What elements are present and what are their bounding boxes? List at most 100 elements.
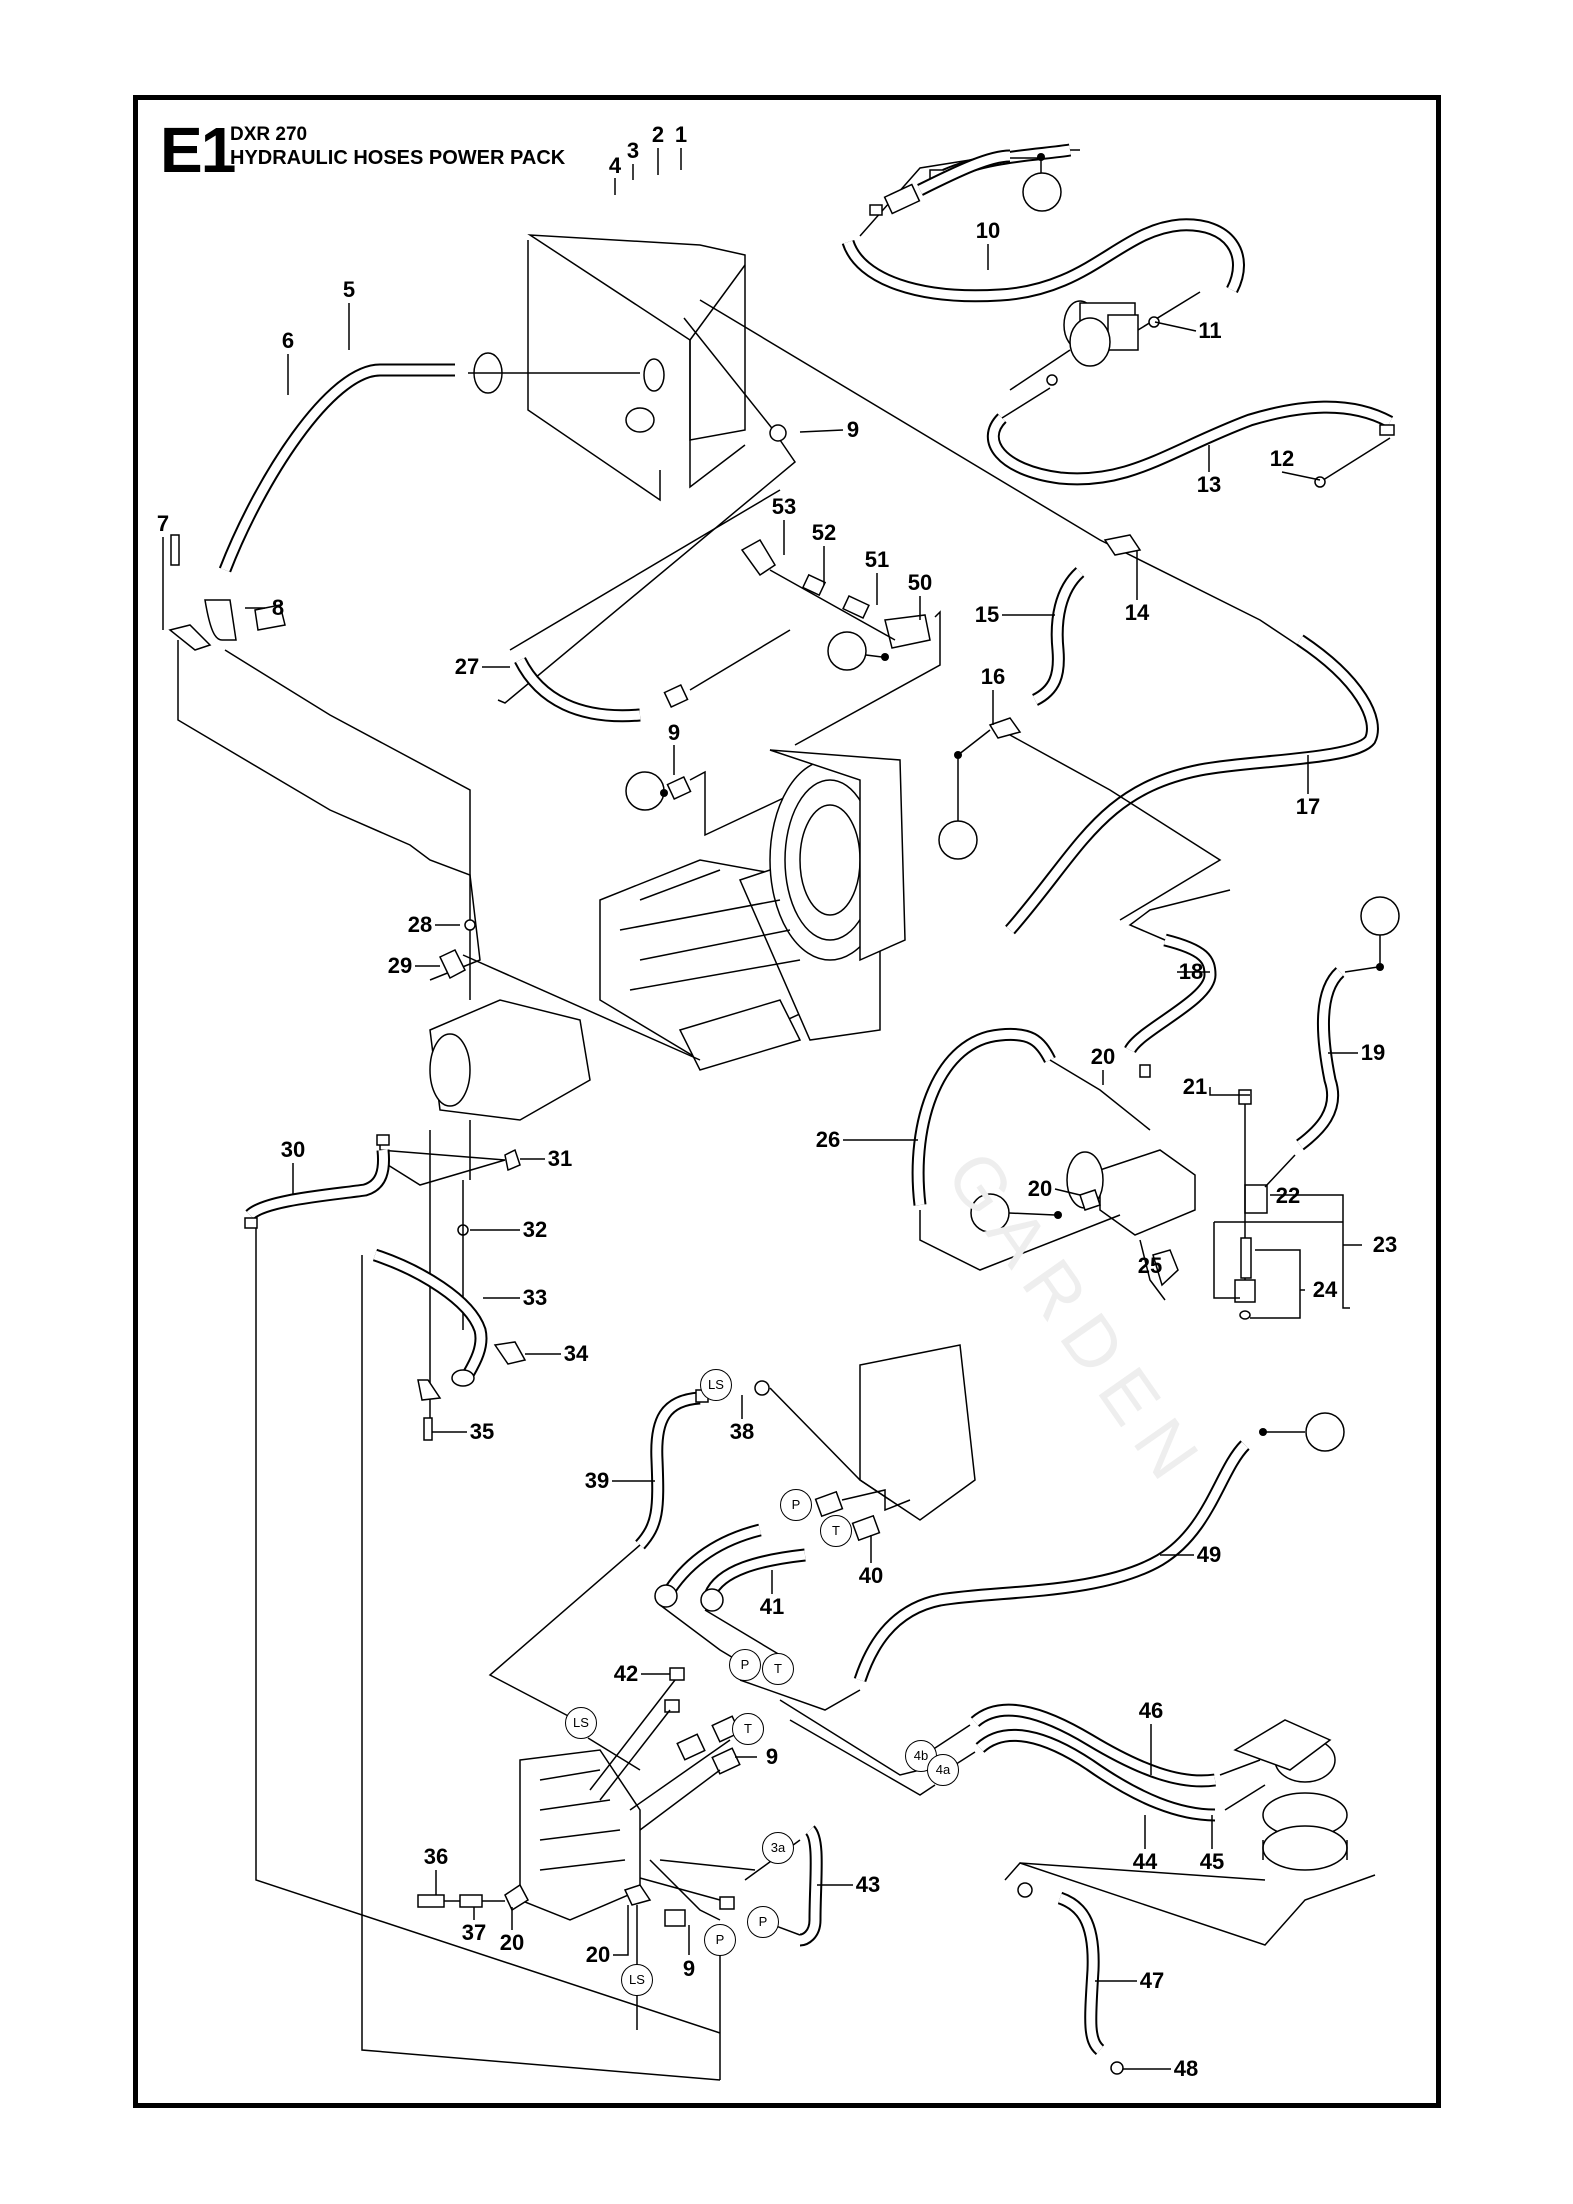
hose-30 — [244, 1134, 721, 2034]
part-callout-5[interactable]: 5 — [342, 277, 356, 302]
port-marker-t: T — [820, 1515, 852, 1547]
diagram-frame — [133, 95, 1441, 2108]
electric-motor — [599, 749, 906, 1071]
port-marker-p: P — [780, 1489, 812, 1521]
part-callout-10[interactable]: 10 — [975, 218, 1001, 243]
part-callout-18[interactable]: 18 — [1178, 959, 1204, 984]
part-callout-12[interactable]: 12 — [1269, 446, 1295, 471]
part-callout-42[interactable]: 42 — [613, 1661, 639, 1686]
part-callout-40[interactable]: 40 — [858, 1563, 884, 1588]
hose-33 — [361, 1248, 721, 2081]
part-callout-21[interactable]: 21 — [1182, 1074, 1208, 1099]
hose-17 — [1005, 634, 1379, 935]
control-valve-upper — [754, 1344, 976, 1521]
part-callout-23[interactable]: 23 — [1372, 1232, 1398, 1257]
hydraulic-tank — [527, 234, 746, 502]
pump-lower-parts — [379, 1130, 521, 1420]
part-callout-43[interactable]: 43 — [855, 1872, 881, 1897]
port-marker-3a: 3a — [762, 1832, 794, 1864]
part-callout-33[interactable]: 33 — [522, 1285, 548, 1310]
port-marker-p: P — [704, 1924, 736, 1956]
fitting-chain-50-53 — [740, 538, 941, 746]
part-callout-47[interactable]: 47 — [1139, 1968, 1165, 1993]
part-callout-14[interactable]: 14 — [1124, 600, 1150, 625]
part-callout-48[interactable]: 48 — [1173, 2056, 1199, 2081]
part-callout-37[interactable]: 37 — [461, 1920, 487, 1945]
part-callout-17[interactable]: 17 — [1295, 794, 1321, 819]
part-callout-13[interactable]: 13 — [1196, 472, 1222, 497]
part-callout-20[interactable]: 20 — [1027, 1176, 1053, 1201]
part-callout-11[interactable]: 11 — [1198, 318, 1222, 343]
part-callout-19[interactable]: 19 — [1360, 1040, 1386, 1065]
part-callout-34[interactable]: 34 — [563, 1341, 589, 1366]
part-callout-44[interactable]: 44 — [1132, 1849, 1158, 1874]
part-callout-20[interactable]: 20 — [585, 1942, 611, 1967]
pump-unit-upper — [1009, 291, 1201, 391]
hose-18 — [1124, 889, 1231, 1078]
callout-leaders — [162, 148, 1358, 2070]
part-callout-24[interactable]: 24 — [1312, 1277, 1338, 1302]
part-callout-49[interactable]: 49 — [1196, 1542, 1222, 1567]
control-valve-lower — [417, 1749, 652, 1921]
part-callout-7[interactable]: 7 — [156, 511, 170, 536]
part-callout-3[interactable]: 3 — [626, 138, 640, 163]
part-callout-1[interactable]: 1 — [674, 122, 688, 147]
part-callout-31[interactable]: 31 — [547, 1146, 573, 1171]
solenoid-parts-22-25 — [1213, 1089, 1362, 1320]
suction-hose-6 — [168, 352, 640, 651]
port-marker-4a: 4a — [927, 1754, 959, 1786]
part-callout-20[interactable]: 20 — [1090, 1044, 1116, 1069]
part-callout-22[interactable]: 22 — [1275, 1183, 1301, 1208]
model-name: DXR 270 — [230, 124, 308, 145]
part-callout-30[interactable]: 30 — [280, 1137, 306, 1162]
part-callout-4[interactable]: 4 — [608, 153, 622, 178]
part-callout-2[interactable]: 2 — [651, 122, 665, 147]
section-code: E1 — [160, 114, 236, 186]
hose-1 — [917, 149, 1062, 212]
hose-19 — [1244, 896, 1400, 1214]
part-callout-39[interactable]: 39 — [584, 1468, 610, 1493]
part-callout-9[interactable]: 9 — [846, 417, 860, 442]
port-marker-t: T — [762, 1653, 794, 1685]
diagram-title: HYDRAULIC HOSES POWER PACK — [230, 147, 566, 169]
part-callout-15[interactable]: 15 — [974, 602, 1000, 627]
hose-49 — [739, 1412, 1345, 1711]
port-marker-p: P — [729, 1649, 761, 1681]
part-callout-27[interactable]: 27 — [454, 654, 480, 679]
part-callout-9[interactable]: 9 — [667, 720, 681, 745]
part-callout-45[interactable]: 45 — [1199, 1849, 1225, 1874]
part-callout-16[interactable]: 16 — [980, 664, 1006, 689]
part-callout-32[interactable]: 32 — [522, 1217, 548, 1242]
part-callout-36[interactable]: 36 — [423, 1844, 449, 1869]
part-callout-25[interactable]: 25 — [1137, 1253, 1163, 1278]
part-callout-8[interactable]: 8 — [271, 595, 285, 620]
hose-10 — [841, 143, 1245, 303]
part-callout-6[interactable]: 6 — [281, 328, 295, 353]
part-callout-52[interactable]: 52 — [811, 520, 837, 545]
part-callout-29[interactable]: 29 — [387, 953, 413, 978]
part-callout-50[interactable]: 50 — [907, 570, 933, 595]
hose-47 — [1004, 1862, 1376, 2075]
part-callout-28[interactable]: 28 — [407, 912, 433, 937]
hose-27 — [509, 489, 791, 723]
part-callout-26[interactable]: 26 — [815, 1127, 841, 1152]
hose-15 — [938, 534, 1222, 921]
hoses-40-41 — [654, 1489, 911, 1666]
part-callout-20[interactable]: 20 — [499, 1930, 525, 1955]
hose-39 — [488, 1389, 709, 1731]
part-callout-38[interactable]: 38 — [729, 1419, 755, 1444]
part-callout-41[interactable]: 41 — [759, 1594, 785, 1619]
port-marker-t: T — [732, 1713, 764, 1745]
hoses-44-46 — [779, 1699, 1266, 1822]
swivel-motor — [1233, 1719, 1348, 1871]
part-callout-9[interactable]: 9 — [765, 1744, 779, 1769]
part-callout-9[interactable]: 9 — [682, 1956, 696, 1981]
port-marker-ls: LS — [621, 1964, 653, 1996]
fitting-9-motor — [625, 770, 791, 837]
part-callout-46[interactable]: 46 — [1138, 1698, 1164, 1723]
hose-13 — [986, 387, 1395, 488]
part-callout-53[interactable]: 53 — [771, 494, 797, 519]
part-callout-35[interactable]: 35 — [469, 1419, 495, 1444]
part-callout-51[interactable]: 51 — [864, 547, 890, 572]
